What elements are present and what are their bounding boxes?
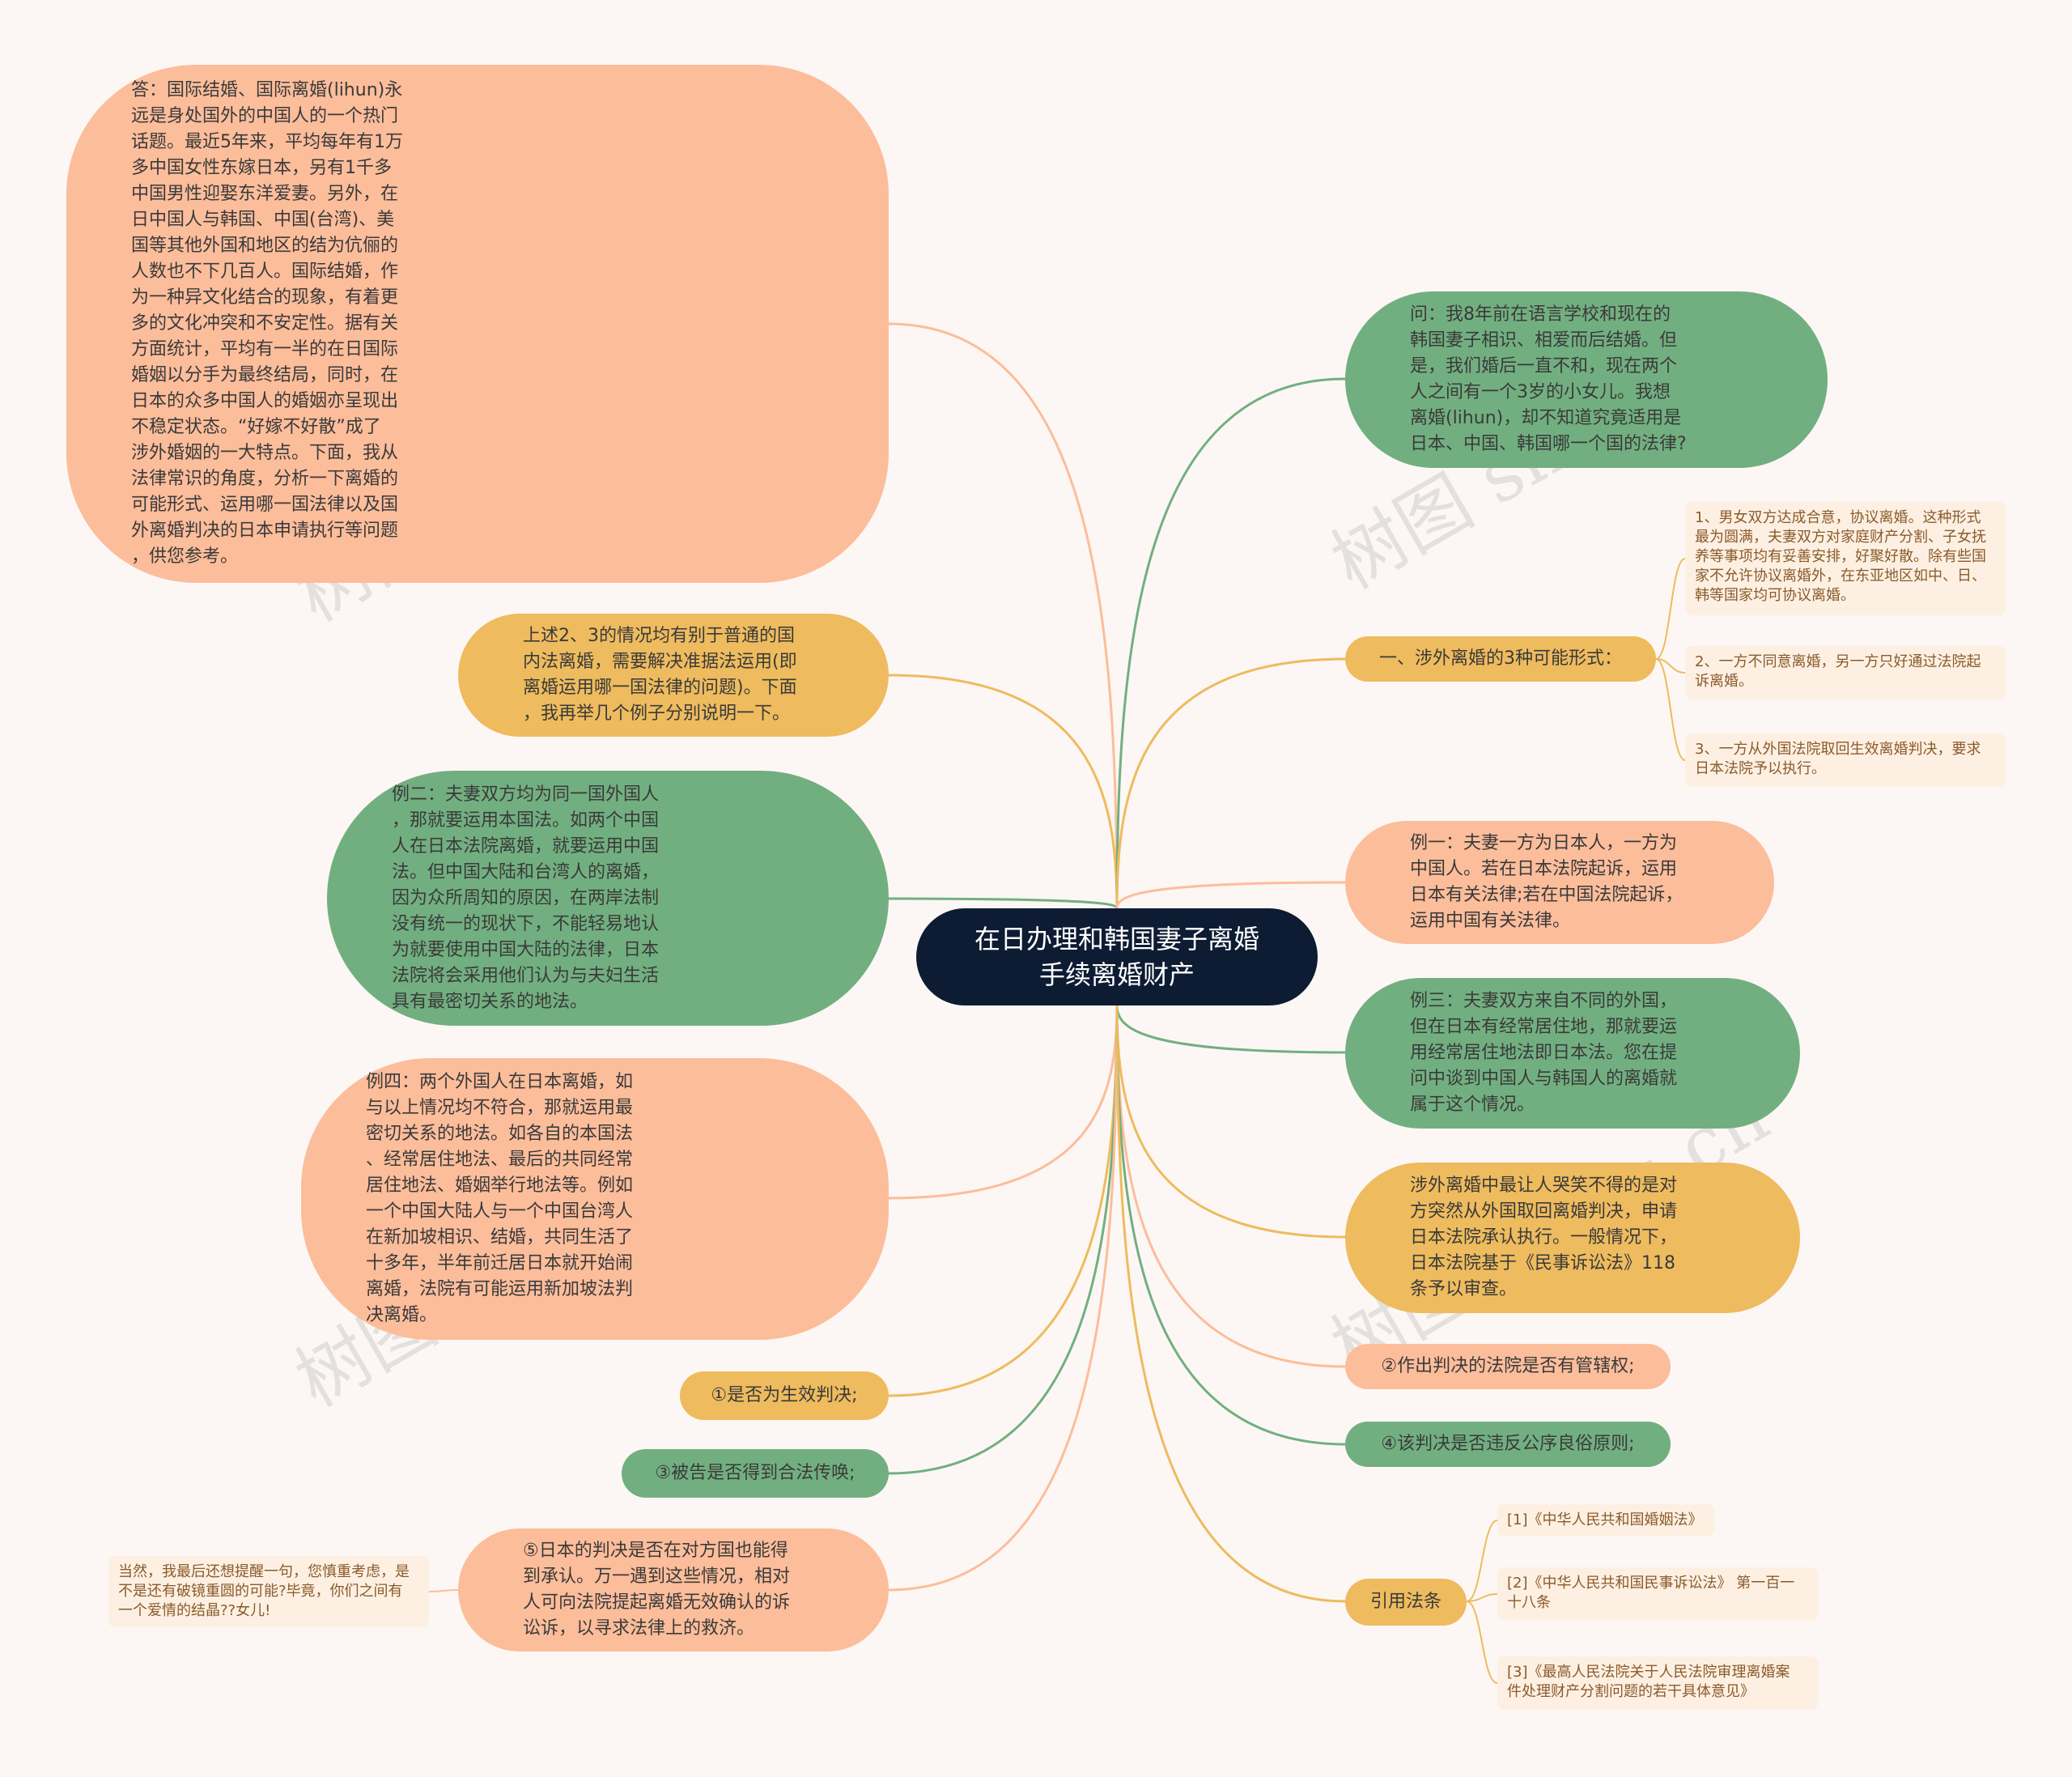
connector-line xyxy=(888,1005,1119,1475)
example-four-node[interactable]: 例四：两个外国人在日本离婚，如 与以上情况均不符合，那就运用最 密切关系的地法。… xyxy=(301,1058,889,1340)
connector-line xyxy=(428,1589,459,1592)
condition-two-node[interactable]: ②作出判决的法院是否有管辖权; xyxy=(1345,1344,1671,1389)
connector-line xyxy=(888,1005,1119,1592)
connector-line xyxy=(1655,558,1686,660)
summary-node[interactable]: 上述2、3的情况均有别于普通的国 内法离婚，需要解决准据法运用(即 离婚运用哪一… xyxy=(458,614,889,737)
law-three-leaf[interactable]: [3]《最高人民法院关于人民法院审理离婚案 件处理财产分割问题的若干具体意见》 xyxy=(1497,1656,1818,1710)
law-two-leaf[interactable]: [2]《中华人民共和国民事诉讼法》 第一百一 十八条 xyxy=(1497,1567,1818,1621)
connector-line xyxy=(888,1005,1119,1397)
connector-line xyxy=(888,897,1119,909)
connector-line xyxy=(1115,1005,1346,1239)
connector-line xyxy=(1115,1005,1346,1446)
forms-title-node[interactable]: 一、涉外离婚的3种可能形式： xyxy=(1345,636,1656,682)
connector-line xyxy=(1655,658,1686,761)
connector-line xyxy=(1115,1005,1346,1054)
example-one-node[interactable]: 例一：夫妻一方为日本人，一方为 中国人。若在日本法院起诉，运用 日本有关法律;若… xyxy=(1345,821,1774,944)
example-three-node[interactable]: 例三：夫妻双方来自不同的外国， 但在日本有经常居住地，那就要运 用经常居住地法即… xyxy=(1345,978,1800,1129)
connector-line xyxy=(888,322,1119,909)
answer-intro-node[interactable]: 答：国际结婚、国际离婚(lihun)永 远是身处国外的中国人的一个热门 话题。最… xyxy=(66,65,889,583)
form-one-leaf[interactable]: 1、男女双方达成合意，协议离婚。这种形式 最为圆满，夫妻双方对家庭财产分割、子女… xyxy=(1685,502,2006,615)
connector-line xyxy=(1115,1005,1346,1603)
condition-five-node[interactable]: ⑤日本的判决是否在对方国也能得 到承认。万一遇到这些情况，相对 人可向法院提起离… xyxy=(458,1528,889,1652)
foreign-judgment-node[interactable]: 涉外离婚中最让人哭笑不得的是对 方突然从外国取回离婚判决，申请 日本法院承认执行… xyxy=(1345,1163,1800,1313)
central-topic[interactable]: 在日办理和韩国妻子离婚 手续离婚财产 xyxy=(916,908,1318,1005)
law-one-leaf[interactable]: [1]《中华人民共和国婚姻法》 xyxy=(1497,1504,1714,1537)
law-title-node[interactable]: 引用法条 xyxy=(1345,1579,1467,1626)
final-note-leaf[interactable]: 当然，我最后还想提醒一句，您慎重考虑，是 不是还有破镜重圆的可能?毕竟，你们之间… xyxy=(108,1556,429,1627)
connector-line xyxy=(888,1005,1119,1200)
condition-four-node[interactable]: ④该判决是否违反公序良俗原则; xyxy=(1345,1422,1671,1467)
connector-line xyxy=(1466,1601,1498,1684)
condition-three-node[interactable]: ③被告是否得到合法传唤; xyxy=(622,1449,889,1498)
connector-line xyxy=(1115,657,1346,909)
connector-line xyxy=(1115,377,1346,909)
connector-line xyxy=(1466,1520,1498,1602)
question-node[interactable]: 问：我8年前在语言学校和现在的 韩国妻子相识、相爱而后结婚。但 是，我们婚后一直… xyxy=(1345,291,1828,468)
example-two-node[interactable]: 例二：夫妻双方均为同一国外国人 ，那就要运用本国法。如两个中国 人在日本法院离婚… xyxy=(327,771,889,1026)
condition-one-node[interactable]: ①是否为生效判决; xyxy=(680,1371,889,1420)
form-three-leaf[interactable]: 3、一方从外国法院取回生效离婚判决，要求 日本法院予以执行。 xyxy=(1685,733,2006,787)
connector-line xyxy=(888,674,1119,909)
form-two-leaf[interactable]: 2、一方不同意离婚，另一方只好通过法院起 诉离婚。 xyxy=(1685,646,2006,699)
connector-line xyxy=(1115,881,1346,909)
connector-line xyxy=(1115,1005,1346,1368)
connector-line xyxy=(1655,658,1686,674)
connector-line xyxy=(1466,1593,1498,1602)
